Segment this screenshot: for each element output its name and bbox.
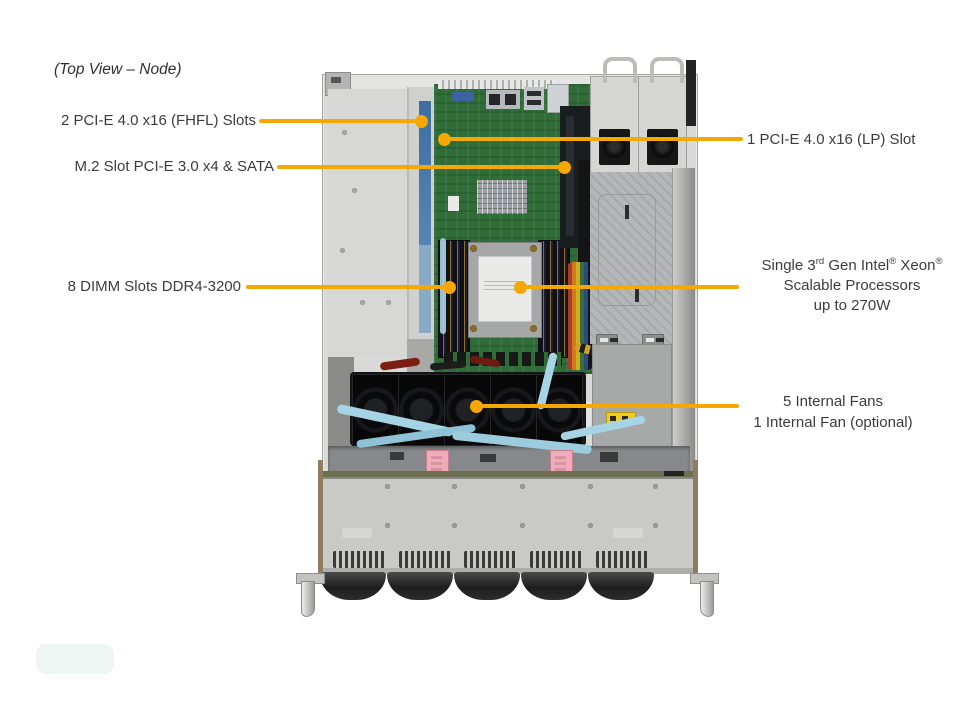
psu-module-1 — [590, 76, 639, 174]
psu-fan-opening — [647, 129, 678, 165]
screw — [653, 484, 658, 489]
callout-label-fans: 5 Internal Fans 1 Internal Fan (optional… — [735, 391, 931, 433]
cpu-label-line3: up to 270W — [813, 297, 891, 314]
fans-label-line1: 5 Internal Fans — [782, 393, 884, 410]
fans-label-line2: 1 Internal Fan (optional) — [753, 414, 913, 431]
drive-bay-3 — [454, 572, 520, 600]
psu-handle — [650, 57, 684, 83]
bay-slot — [635, 288, 639, 302]
cpu-screw — [530, 325, 537, 332]
screw — [386, 300, 391, 305]
screw — [452, 523, 457, 528]
chassis-edge-right — [693, 460, 698, 574]
front-vent — [530, 551, 584, 568]
callout-line-pcie-fhfl — [259, 119, 421, 123]
dimm-bank-right — [538, 240, 570, 358]
callout-dot-pcie-lp — [438, 133, 451, 146]
front-vent — [333, 551, 387, 568]
backplane-connector — [600, 452, 618, 462]
backplane-connector — [480, 454, 496, 462]
drive-bay-5 — [588, 572, 654, 600]
screw — [352, 188, 357, 193]
rear-right-bracket — [686, 60, 696, 126]
callout-dot-fans — [470, 400, 483, 413]
callout-label-m2: M.2 Slot PCI-E 3.0 x4 & SATA — [74, 158, 274, 175]
callout-dot-dimm — [443, 281, 456, 294]
callout-line-dimm — [246, 285, 452, 289]
front-base-strip — [322, 568, 694, 574]
panel-patch — [613, 528, 643, 538]
screw — [588, 484, 593, 489]
psu-fan-opening — [599, 129, 630, 165]
callout-line-m2 — [277, 165, 567, 169]
screw — [452, 484, 457, 489]
psu-module-2 — [638, 76, 687, 174]
chipset-heatsink — [477, 180, 527, 214]
pcie-riser-slot-lower — [419, 245, 431, 333]
lan-ports — [486, 90, 520, 109]
chassis-side-wall — [328, 357, 354, 449]
callout-line-fans — [477, 404, 739, 408]
screw — [385, 484, 390, 489]
screw — [588, 523, 593, 528]
pdu-label-strip — [584, 402, 591, 432]
callout-label-cpu: Single 3rd Gen Intel® Xeon® Scalable Pro… — [742, 256, 960, 316]
cpu-label-line1: Single 3rd Gen Intel® Xeon® — [761, 256, 943, 274]
diagram-title: (Top View – Node) — [54, 61, 182, 78]
cpu-screw — [470, 325, 477, 332]
empty-expansion-bay — [328, 89, 408, 357]
screw — [340, 248, 345, 253]
bay-slot — [625, 205, 629, 219]
chassis-edge-left — [318, 460, 323, 574]
front-vent — [399, 551, 453, 568]
drive-bay-1 — [320, 572, 386, 600]
cpu-label-line2: Scalable Processors — [783, 277, 921, 294]
panel-patch — [342, 528, 372, 538]
pcie-riser-slot — [419, 101, 431, 245]
usb-ports — [524, 87, 544, 110]
callout-label-dimm: 8 DIMM Slots DDR4-3200 — [67, 278, 241, 295]
drive-bay-2 — [387, 572, 453, 600]
screw — [342, 130, 347, 135]
callout-line-cpu — [521, 285, 739, 289]
callout-label-pcie-fhfl: 2 PCI-E 4.0 x16 (FHFL) Slots — [60, 112, 256, 129]
front-vent — [596, 551, 650, 568]
fan-unit-4 — [490, 374, 537, 446]
chassis-right-rail — [672, 168, 695, 472]
cpu-screw — [530, 245, 537, 252]
drive-bay-4 — [521, 572, 587, 600]
riser-bracket-foot — [407, 339, 434, 375]
rear-io-shield-teeth — [438, 80, 556, 89]
io-port-shield — [547, 84, 569, 113]
screw — [520, 523, 525, 528]
callout-dot-pcie-fhfl — [415, 115, 428, 128]
faint-watermark — [36, 644, 114, 674]
power-distribution-box — [592, 344, 672, 460]
mounting-handle-left — [301, 581, 315, 617]
vga-port — [452, 92, 474, 101]
front-vent — [464, 551, 518, 568]
screw — [385, 523, 390, 528]
callout-line-pcie-lp — [443, 137, 743, 141]
mounting-handle-right — [700, 581, 714, 617]
screw — [360, 300, 365, 305]
board-sticker — [448, 196, 459, 211]
cpu-screw — [470, 245, 477, 252]
screw — [653, 523, 658, 528]
callout-dot-m2 — [558, 161, 571, 174]
callout-label-pcie-lp: 1 PCI-E 4.0 x16 (LP) Slot — [747, 131, 916, 148]
callout-dot-cpu — [514, 281, 527, 294]
screw — [520, 484, 525, 489]
backplane-connector — [390, 452, 404, 460]
backplane-pcb-edge — [322, 471, 694, 477]
psu-handle — [603, 57, 637, 83]
